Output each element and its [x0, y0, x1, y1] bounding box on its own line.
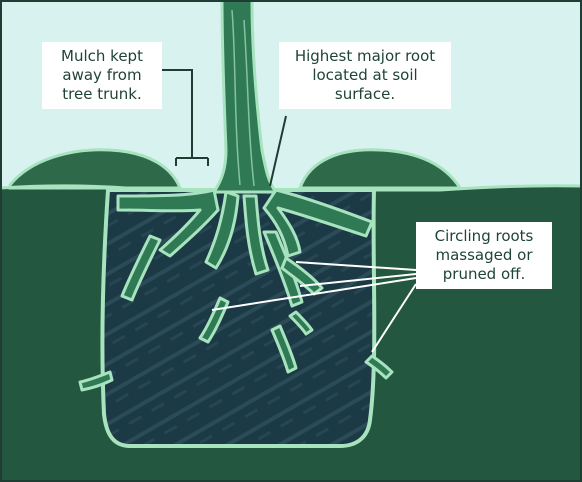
highest-root-callout-line-3: surface. — [287, 85, 443, 104]
circling-roots-callout-line-1: Circling roots — [424, 227, 544, 246]
circling-roots-callout: Circling roots massaged or pruned off. — [416, 222, 552, 289]
mulch-callout-line-3: tree trunk. — [50, 85, 154, 104]
highest-root-callout-line-2: located at soil — [287, 66, 443, 85]
mulch-callout: Mulch kept away from tree trunk. — [42, 42, 162, 109]
highest-root-callout-line-1: Highest major root — [287, 47, 443, 66]
highest-root-callout: Highest major root located at soil surfa… — [279, 42, 451, 109]
circling-roots-callout-line-3: pruned off. — [424, 265, 544, 284]
mulch-callout-line-1: Mulch kept — [50, 47, 154, 66]
mulch-callout-line-2: away from — [50, 66, 154, 85]
circling-roots-callout-line-2: massaged or — [424, 246, 544, 265]
planting-hole — [102, 190, 374, 446]
